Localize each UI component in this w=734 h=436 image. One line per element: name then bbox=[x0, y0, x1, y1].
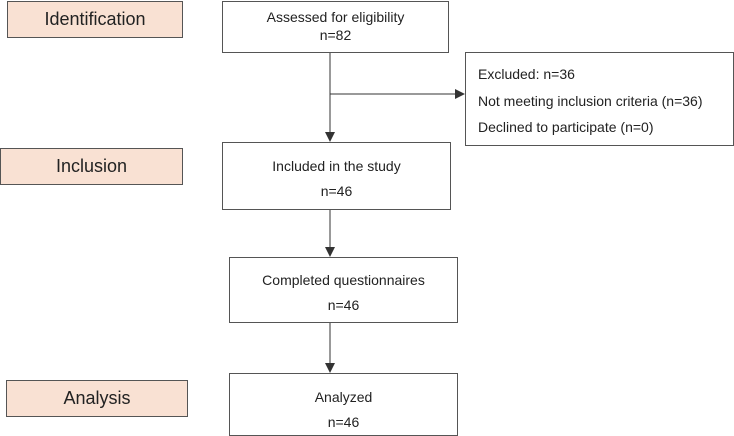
stage-analysis: Analysis bbox=[6, 380, 188, 417]
analyzed-count: n=46 bbox=[327, 414, 360, 430]
stage-analysis-label: Analysis bbox=[63, 388, 131, 408]
excluded-title: Excluded: n=36 bbox=[478, 66, 575, 82]
stage-identification: Identification bbox=[7, 1, 183, 38]
excluded-reason-declined: Declined to participate (n=0) bbox=[478, 119, 654, 135]
analyzed-box: Analyzed n=46 bbox=[229, 373, 458, 436]
assessed-count: n=82 bbox=[319, 27, 352, 43]
assessed-title: Assessed for eligibility bbox=[266, 9, 405, 25]
excluded-box: Excluded: n=36 Not meeting inclusion cri… bbox=[465, 52, 734, 146]
excluded-reason-criteria: Not meeting inclusion criteria (n=36) bbox=[478, 93, 703, 109]
included-box: Included in the study n=46 bbox=[222, 142, 451, 210]
stage-inclusion: Inclusion bbox=[0, 148, 183, 185]
completed-title: Completed questionnaires bbox=[262, 272, 425, 288]
included-title: Included in the study bbox=[272, 158, 401, 174]
stage-inclusion-label: Inclusion bbox=[55, 156, 128, 176]
stage-identification-label: Identification bbox=[44, 9, 146, 29]
analyzed-title: Analyzed bbox=[314, 389, 373, 405]
assessed-box: Assessed for eligibility n=82 bbox=[222, 1, 449, 53]
included-count: n=46 bbox=[320, 183, 353, 199]
completed-count: n=46 bbox=[327, 297, 360, 313]
completed-box: Completed questionnaires n=46 bbox=[229, 257, 458, 323]
